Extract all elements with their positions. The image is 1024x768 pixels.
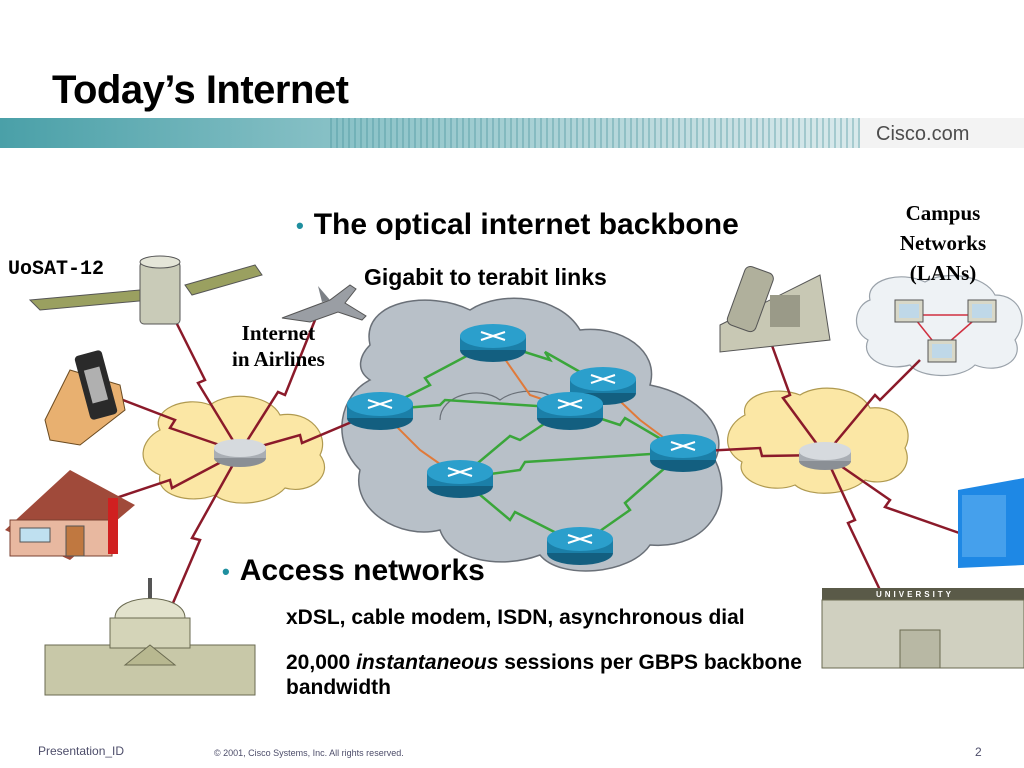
right-access-cloud bbox=[727, 387, 909, 494]
page-number: 2 bbox=[975, 745, 982, 759]
bullet-backbone-sub: Gigabit to terabit links bbox=[364, 264, 607, 290]
pc-icon bbox=[927, 339, 957, 363]
airlines-label: Internet in Airlines bbox=[232, 320, 325, 372]
router-icon bbox=[347, 392, 413, 430]
campus-label-line2: Networks bbox=[899, 231, 987, 255]
satellite-label: UoSAT-12 bbox=[8, 258, 105, 281]
campus-label: Campus Networks (LANs) bbox=[876, 198, 1010, 288]
router-icon bbox=[570, 367, 636, 405]
pc-icon bbox=[967, 299, 997, 323]
cellphone-icon bbox=[44, 350, 126, 446]
header-stripe bbox=[0, 118, 1024, 148]
university-sign: UNIVERSITY bbox=[876, 590, 955, 599]
sub2-emphasis: instantaneous bbox=[356, 651, 499, 674]
bullet-dot: • bbox=[296, 213, 304, 239]
telephone-icon bbox=[719, 265, 831, 353]
sub2-pre: 20,000 bbox=[286, 651, 357, 674]
pc-icon bbox=[894, 299, 924, 323]
router-icon bbox=[547, 527, 613, 565]
airlines-label-line1: Internet bbox=[241, 321, 316, 345]
airplane-icon bbox=[281, 284, 367, 323]
router-icon bbox=[537, 392, 603, 430]
university-icon bbox=[821, 588, 1024, 669]
campus-label-line1: Campus bbox=[905, 201, 981, 225]
bullet-dot: • bbox=[222, 559, 230, 585]
bullet-access: • Access networks bbox=[222, 554, 485, 588]
router-icon bbox=[214, 439, 266, 467]
footer-presentation-id: Presentation_ID bbox=[38, 744, 125, 758]
bullet-backbone-text: The optical internet backbone bbox=[313, 208, 739, 241]
bullet-access-sub1: xDSL, cable modem, ISDN, asynchronous di… bbox=[286, 606, 745, 629]
slide-title: Today’s Internet bbox=[52, 68, 349, 112]
router-icon bbox=[799, 442, 851, 470]
access-links bbox=[109, 309, 966, 611]
office-building-icon bbox=[958, 478, 1024, 568]
footer-copyright: © 2001, Cisco Systems, Inc. All rights r… bbox=[214, 748, 404, 758]
house-icon bbox=[5, 470, 135, 560]
router-icon bbox=[650, 434, 716, 472]
airlines-label-line2: in Airlines bbox=[232, 347, 325, 371]
capitol-icon bbox=[44, 578, 256, 696]
satellite-icon bbox=[28, 255, 263, 325]
router-icon bbox=[460, 324, 526, 362]
router-icon bbox=[427, 460, 493, 498]
bullet-access-sub2: 20,000 instantaneous sessions per GBPS b… bbox=[286, 650, 806, 700]
backbone-cloud bbox=[341, 297, 723, 572]
sub2-post: sessions per GBPS backbone bandwidth bbox=[286, 651, 802, 699]
bullet-backbone: • The optical internet backbone bbox=[296, 208, 739, 242]
campus-label-line3: (LANs) bbox=[909, 261, 977, 285]
bullet-access-text: Access networks bbox=[239, 554, 485, 587]
cisco-brand: Cisco.com bbox=[876, 123, 970, 145]
